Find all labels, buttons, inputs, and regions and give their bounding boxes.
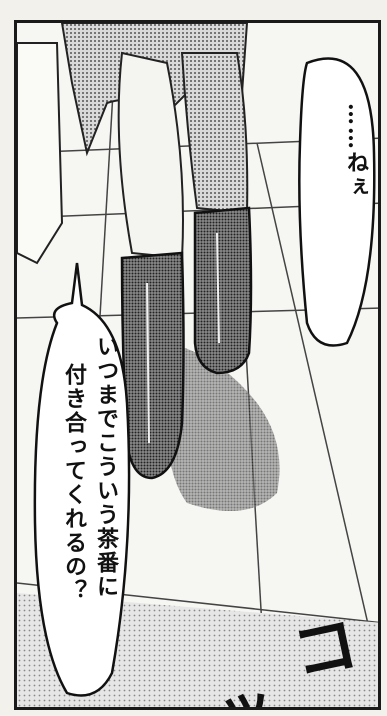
right-boot-zipper [216,232,220,344]
manga-panel: ……ねぇ いつまでこういう茶番に 付き合ってくれるの？ コ ッ [14,20,381,710]
left-boot [120,251,185,480]
dialogue-top-right: ……ねぇ [343,103,369,199]
speech-bubble-left [33,262,131,697]
left-garment [17,42,64,265]
speech-bubble-top-right [298,57,376,347]
dialogue-left-line-1: いつまでこういう茶番に [93,335,119,599]
right-boot [193,206,253,375]
panel-artwork [17,23,378,707]
left-boot-zipper [146,282,150,444]
dialogue-left-line-2: 付き合ってくれるの？ [61,363,87,603]
floor-shadow [164,343,280,511]
